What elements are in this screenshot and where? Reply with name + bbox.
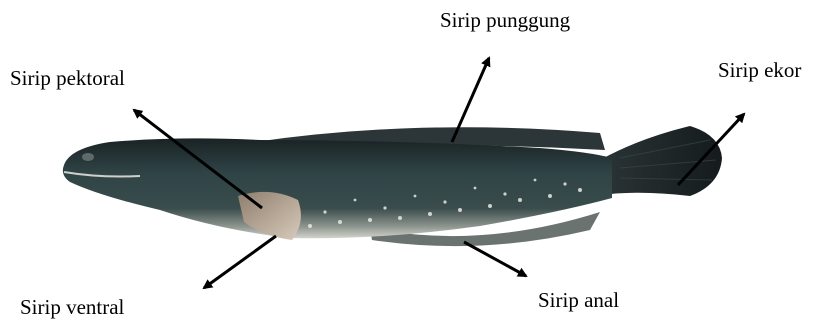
- arrow-ventral: [204, 236, 276, 288]
- label-dorsal-fin: Sirip punggung: [440, 10, 570, 31]
- arrow-anal: [464, 242, 526, 276]
- fish-eye: [82, 153, 94, 161]
- label-pectoral-fin: Sirip pektoral: [10, 68, 125, 89]
- label-anal-fin: Sirip anal: [538, 290, 619, 311]
- label-ventral-fin: Sirip ventral: [20, 297, 124, 318]
- label-caudal-fin: Sirip ekor: [718, 60, 801, 81]
- pectoral-fin: [238, 192, 301, 240]
- fish-body: [63, 138, 612, 238]
